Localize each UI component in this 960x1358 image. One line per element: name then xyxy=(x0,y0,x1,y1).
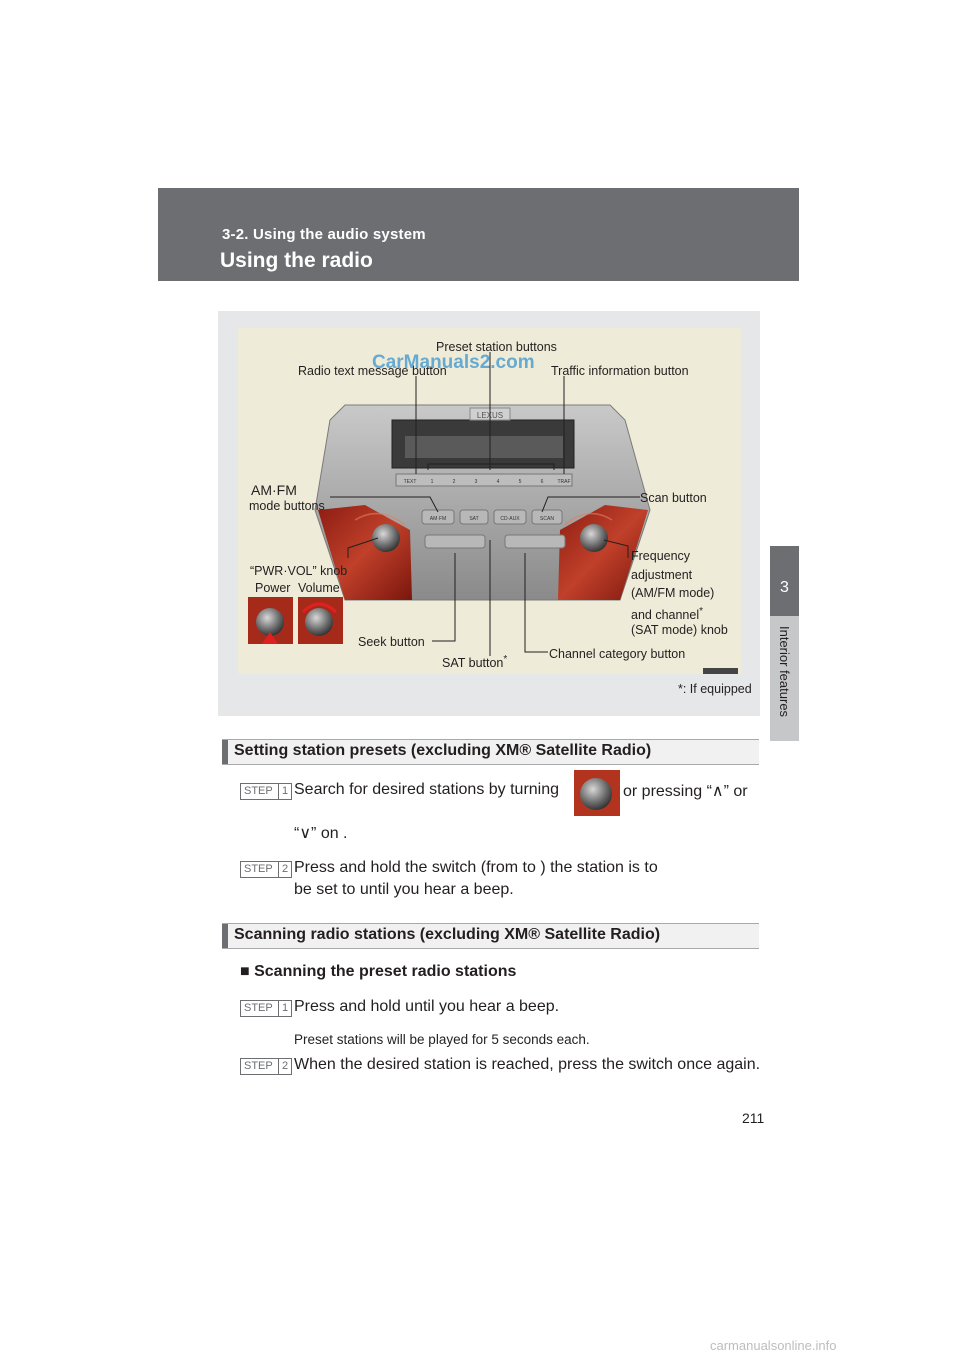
step-2-text-a: Press and hold the switch (from to ) the… xyxy=(294,859,658,876)
scan-step-2-text: When the desired station is reached, pre… xyxy=(294,1056,761,1073)
label-seek: Seek button xyxy=(358,635,425,649)
scan-step-1-text: Press and hold until you hear a beep. xyxy=(294,998,560,1015)
label-sat-mode-knob: (SAT mode) knob xyxy=(631,623,728,637)
lower-button-label: SCAN xyxy=(540,516,554,522)
preset-button-label: 3 xyxy=(475,479,478,485)
preset-button-label: TEXT xyxy=(404,479,417,485)
label-preset-buttons: Preset station buttons xyxy=(436,340,557,354)
right-wood-panel xyxy=(558,505,648,600)
page-number: 211 xyxy=(742,1110,765,1126)
tune-knob xyxy=(580,524,608,552)
label-pwr-vol: “PWR·VOL” knob xyxy=(250,564,348,578)
press-arrow-icon xyxy=(262,632,278,644)
preset-button-label: 5 xyxy=(519,479,522,485)
cd-aux-button xyxy=(493,509,527,525)
label-traffic: Traffic information button xyxy=(551,364,689,378)
preset-button-label: TRAF xyxy=(557,479,570,485)
label-adjustment: adjustment xyxy=(631,568,693,582)
lower-button-label: CD·AUX xyxy=(500,516,520,522)
label-and-channel: and channel* xyxy=(631,606,704,623)
label-sat: SAT button* xyxy=(442,654,508,671)
section-heading-scanning: Scanning radio stations (excluding XM® S… xyxy=(222,923,759,949)
chapter-number: 3 xyxy=(780,579,789,596)
pwr-vol-knob xyxy=(372,524,400,552)
header-band xyxy=(158,188,799,281)
step-1-text-b: or pressing “∧” or xyxy=(623,783,748,800)
lower-button-label: SAT xyxy=(469,516,478,522)
section-heading-presets: Setting station presets (excluding XM® S… xyxy=(222,739,759,765)
watermark-text: CarManuals2.com xyxy=(372,352,535,373)
chapter-label: Interior features xyxy=(777,626,792,718)
chapter-tab-label-box: Interior features xyxy=(770,616,799,741)
tune-knob-icon xyxy=(574,770,620,816)
preset-button-label: 2 xyxy=(453,479,456,485)
step-1-text-c: “∨” on . xyxy=(294,825,348,842)
label-power: Power xyxy=(255,581,291,595)
step-2-text-b: be set to until you hear a beep. xyxy=(294,881,514,898)
label-volume: Volume xyxy=(298,581,340,595)
am-fm-button xyxy=(421,509,455,525)
label-am-fm: AM·FM xyxy=(251,482,297,498)
page-title: Using the radio xyxy=(220,249,373,272)
subheading-scan-presets: ■ Scanning the preset radio stations xyxy=(240,963,517,980)
lower-button-label: AM·FM xyxy=(430,516,446,522)
type-button-shape xyxy=(504,534,566,549)
rotate-arrow-icon xyxy=(301,602,338,614)
step-1-text-a: Search for desired stations by turning xyxy=(294,781,560,798)
section-label: 3-2. Using the audio system xyxy=(222,226,426,243)
preset-button-label: 1 xyxy=(431,479,434,485)
sat-button-shape xyxy=(459,509,489,525)
preset-button-label: 6 xyxy=(541,479,544,485)
label-radio-text: Radio text message button xyxy=(298,364,447,378)
label-scan: Scan button xyxy=(640,491,707,505)
scan-note: Preset stations will be played for 5 sec… xyxy=(294,1032,590,1047)
footnote-if-equipped: *: If equipped xyxy=(678,682,752,696)
label-am-fm-mode: (AM/FM mode) xyxy=(631,586,715,600)
preset-button-row xyxy=(395,473,573,487)
label-mode-buttons: mode buttons xyxy=(249,499,325,513)
label-frequency: Frequency xyxy=(631,549,691,563)
chapter-tab[interactable]: 3 xyxy=(770,546,799,616)
scan-button-shape xyxy=(531,509,563,525)
seek-button-shape xyxy=(424,534,486,549)
preset-button-label: 4 xyxy=(497,479,500,485)
label-channel-category: Channel category button xyxy=(549,647,686,661)
footer-watermark: carmanualsonline.info xyxy=(710,1338,837,1353)
